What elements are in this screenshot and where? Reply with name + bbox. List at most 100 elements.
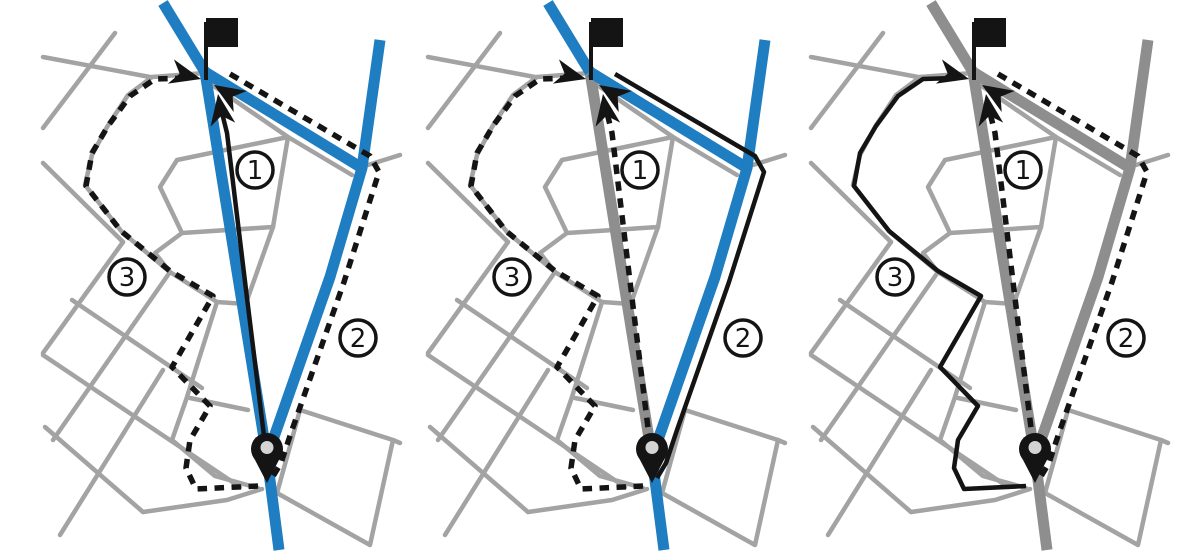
- street-segment: [908, 486, 1033, 515]
- route-1-alternative-dashed-line: [602, 104, 653, 445]
- route-1-label: 1: [620, 150, 660, 190]
- street-segment: [1158, 437, 1171, 446]
- route-3-chosen-solid-line: [851, 75, 1027, 492]
- route-2-arrowhead-icon: [599, 85, 632, 113]
- route-3-label-circle: [492, 257, 532, 297]
- street-segment: [825, 367, 934, 538]
- pin-tail: [253, 457, 281, 483]
- street-segment: [40, 352, 243, 490]
- panel-2-route-2-chosen: 1 2 3: [425, 0, 788, 551]
- pin-hole: [260, 441, 274, 454]
- route-2-arrowhead-icon: [214, 85, 247, 113]
- street-segment: [955, 395, 1019, 413]
- major-road-c-highlighted: [646, 39, 771, 551]
- street-segment: [454, 297, 590, 391]
- street-segment: [40, 239, 126, 356]
- route-3-arrowhead-icon: [167, 59, 201, 84]
- street-segment: [157, 134, 291, 236]
- pin-hole: [1028, 441, 1042, 454]
- street-segment: [425, 54, 538, 80]
- major-road-c-highlighted: [261, 39, 386, 551]
- route-2-number: 2: [735, 324, 752, 354]
- route-3-label: 3: [107, 257, 147, 297]
- route-2-label-circle: [723, 318, 763, 358]
- street-segment: [435, 269, 558, 443]
- route-1-number: 1: [247, 156, 264, 186]
- route-1-number: 1: [1015, 156, 1032, 186]
- street-segment: [425, 160, 511, 245]
- street-segment: [1042, 407, 1164, 548]
- street-segment: [285, 134, 355, 178]
- route-1-label-circle: [1003, 150, 1043, 190]
- route-2-alternative-dashed-line: [228, 71, 382, 480]
- street-segment: [40, 30, 118, 131]
- route-1-chosen-solid-line: [217, 104, 268, 445]
- route-1-arrowhead-icon: [210, 94, 236, 127]
- major-road-c: [1029, 39, 1154, 551]
- route-1-arrowhead-icon: [595, 94, 621, 127]
- origin-pin-icon: [636, 433, 668, 483]
- route-3-number: 3: [119, 263, 136, 293]
- street-segment: [140, 486, 265, 515]
- street-segment: [808, 160, 894, 245]
- destination-flag-icon: [204, 18, 238, 80]
- street-segment: [775, 437, 788, 446]
- street-segment: [937, 299, 988, 443]
- route-3-alternative-dashed-line: [468, 75, 644, 492]
- street-segment: [69, 297, 205, 391]
- pin-hole: [645, 441, 659, 454]
- street-segment: [187, 395, 251, 413]
- street-segment: [82, 74, 173, 275]
- route-3-alternative-dashed-line: [83, 75, 259, 492]
- route-3-number: 3: [504, 263, 521, 293]
- street-segment: [810, 424, 914, 515]
- route-3-number: 3: [887, 263, 904, 293]
- street-segment: [920, 230, 953, 275]
- street-segment: [808, 30, 886, 131]
- route-2-number: 2: [1118, 324, 1135, 354]
- pin-tail: [1021, 457, 1049, 483]
- street-segment: [425, 352, 628, 490]
- street-segment: [808, 352, 1011, 490]
- flag-banner: [974, 18, 1006, 47]
- street-segment: [57, 367, 166, 538]
- street-segment: [554, 299, 605, 443]
- street-segment: [572, 395, 636, 413]
- route-3-arrowhead-icon: [935, 59, 969, 84]
- route-2-label-circle: [1106, 318, 1146, 358]
- route-2-number: 2: [350, 324, 367, 354]
- destination-flag-icon: [589, 18, 623, 80]
- destination-flag-icon: [972, 18, 1006, 80]
- route-1-label-circle: [235, 150, 275, 190]
- street-segment: [925, 134, 1059, 236]
- street-segment: [425, 30, 503, 131]
- major-road-b-highlighted: [587, 67, 750, 173]
- street-segment: [50, 269, 173, 443]
- route-2-arrowhead-icon: [982, 85, 1015, 113]
- route-1-number: 1: [632, 156, 649, 186]
- street-segment: [818, 269, 941, 443]
- major-road-a_upper-highlighted: [158, 0, 210, 75]
- route-1-label: 1: [1003, 150, 1043, 190]
- street-segment: [850, 74, 941, 275]
- street-segment: [274, 407, 396, 548]
- street-segment: [537, 230, 570, 275]
- route-1-label: 1: [235, 150, 275, 190]
- route-2-chosen-solid-line: [613, 72, 767, 480]
- street-segment: [169, 299, 220, 443]
- major-road-a_upper: [926, 0, 978, 75]
- street-segment: [525, 486, 650, 515]
- origin-pin-icon: [251, 433, 283, 483]
- street-segment: [152, 230, 185, 275]
- street-network: [40, 30, 403, 548]
- route-2-label: 2: [1106, 318, 1146, 358]
- route-2-alternative-dashed-line: [996, 71, 1150, 480]
- panel-1-route-1-chosen: 1 2 3: [40, 0, 403, 551]
- street-segment: [467, 74, 558, 275]
- route-1-arrowhead-icon: [978, 94, 1004, 127]
- flag-banner: [206, 18, 238, 47]
- street-segment: [808, 239, 894, 356]
- major-road-a_upper-highlighted: [543, 0, 595, 75]
- route-3-label-circle: [875, 257, 915, 297]
